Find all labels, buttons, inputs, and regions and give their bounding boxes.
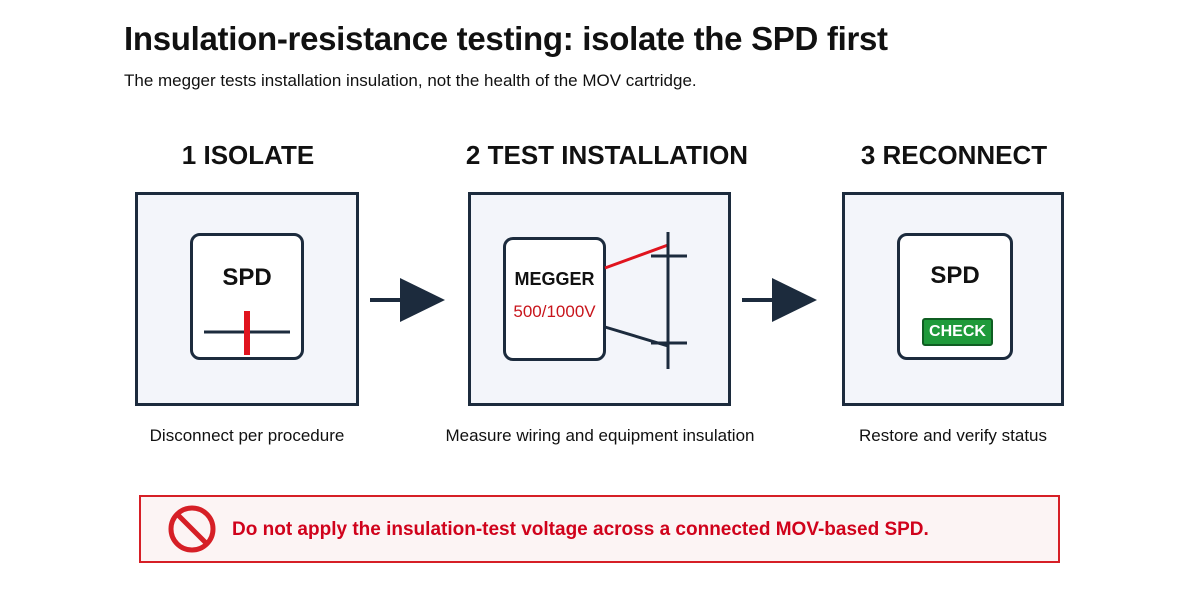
step-2-panel: MEGGER 500/1000V [468, 192, 731, 406]
step-1-panel: SPD [135, 192, 359, 406]
test-leads-wiring [604, 232, 687, 369]
megger-voltage: 500/1000V [513, 302, 596, 321]
spd-label: SPD [222, 264, 272, 291]
warning-banner: Do not apply the insulation-test voltage… [139, 495, 1060, 563]
megger-device: MEGGER 500/1000V [503, 237, 606, 361]
step-1-heading: 1 ISOLATE [181, 140, 315, 170]
step-2-heading: 2 TEST INSTALLATION [465, 140, 749, 170]
step-1-caption: Disconnect per procedure [149, 426, 345, 445]
page-title: Insulation-resistance testing: isolate t… [124, 20, 888, 57]
page-subtitle: The megger tests installation insulation… [124, 71, 697, 90]
step-2-caption: Measure wiring and equipment insulation [445, 426, 755, 445]
step-3-heading: 3 RECONNECT [860, 140, 1048, 170]
step-3-caption: Restore and verify status [858, 426, 1048, 445]
step-3-panel: SPD CHECK [842, 192, 1064, 406]
megger-label: MEGGER [514, 269, 595, 289]
prohibited-icon [168, 505, 216, 553]
arrow-right-icon [742, 278, 817, 322]
spd-device-reconnected: SPD CHECK [897, 233, 1013, 360]
check-status-badge: CHECK [922, 318, 993, 346]
warning-text: Do not apply the insulation-test voltage… [232, 519, 929, 540]
arrow-right-icon [370, 278, 445, 322]
disconnected-terminal-icon [204, 311, 290, 355]
spd-device-isolated: SPD [190, 233, 304, 360]
spd-label: SPD [930, 262, 980, 289]
